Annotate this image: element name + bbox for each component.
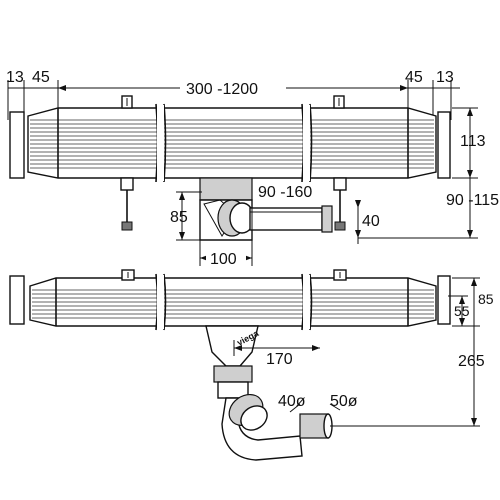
outlet-distance-line [233, 340, 320, 356]
outlet-dim-lines-top [251, 186, 361, 244]
dim-outlet-reach: 90 -160 [258, 184, 312, 201]
dim-length-range: 300 -1200 [186, 81, 258, 98]
trap-assembly-side [205, 325, 333, 461]
dim-outlet-distance: 170 [266, 351, 293, 368]
top-view: 13 45 300 -1200 45 13 [6, 69, 499, 268]
mounting-bracket-top-1 [121, 95, 133, 109]
mounting-bracket-top-2 [333, 95, 345, 109]
mounting-bracket-side-2 [333, 269, 347, 281]
channel-body-top [27, 103, 437, 183]
break-marks-top [155, 103, 313, 183]
dim-inner-diameter: 40ø [278, 393, 306, 410]
right-dim-lines-top [358, 107, 478, 239]
dim-right-end: 13 [436, 69, 454, 86]
dim-left-end: 13 [6, 69, 24, 86]
trap-dim-lines-top [176, 191, 253, 267]
side-view: viega 170 40ø 50ø 85 [9, 269, 494, 461]
adjustable-foot-1 [120, 177, 134, 231]
top-dimension-line [7, 79, 460, 120]
left-end-plate-side [9, 275, 25, 325]
left-end-plate [9, 111, 25, 179]
outlet-pipe-top [249, 207, 323, 231]
dim-height-85: 85 [478, 291, 494, 307]
adjustable-foot-2 [333, 177, 347, 231]
diameter-leaders [289, 403, 341, 413]
right-dim-lines-side [330, 277, 480, 427]
channel-body-side [29, 273, 437, 331]
trap-assembly-top [199, 177, 333, 241]
dim-outer-diameter: 50ø [330, 393, 358, 410]
dim-trap-height: 85 [170, 209, 188, 226]
right-end-plate-side [437, 275, 451, 325]
break-marks-side [155, 273, 313, 331]
dim-left-offset: 45 [32, 69, 50, 86]
dim-install-height: 90 -115 [446, 192, 499, 209]
dim-trap-width: 100 [210, 251, 237, 268]
dim-body-height: 113 [460, 133, 486, 150]
dim-total-height: 265 [458, 353, 485, 370]
right-end-plate [437, 111, 451, 179]
dim-outlet-offset: 40 [362, 213, 380, 230]
dim-right-offset: 45 [405, 69, 423, 86]
dim-height-55: 55 [454, 303, 470, 319]
mounting-bracket-side-1 [121, 269, 135, 281]
